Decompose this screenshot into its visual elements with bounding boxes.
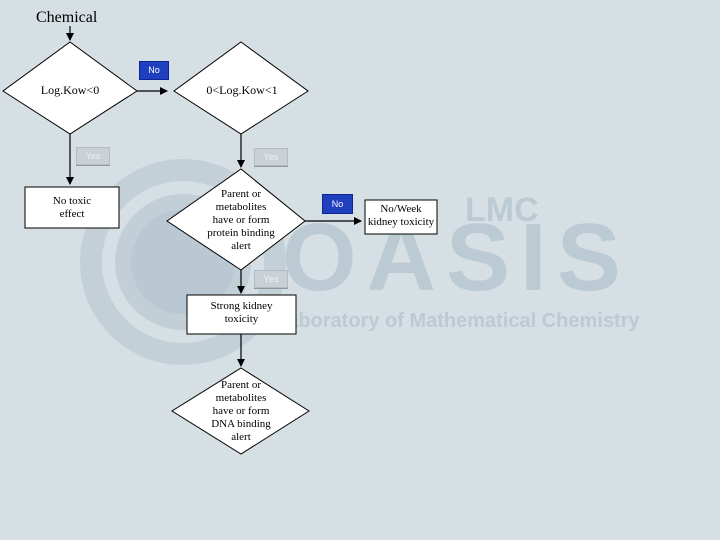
tag-yes-left: Yes	[76, 147, 110, 165]
watermark-org-short: LMC	[465, 191, 539, 229]
protein-alert-line-3: have or form	[212, 214, 270, 226]
chemical-title: Chemical	[36, 9, 98, 26]
tag-no-right: No	[322, 194, 353, 214]
tag-yes-mid: Yes	[254, 148, 288, 166]
no-weak-label: No/Week kidney toxicity	[365, 203, 437, 229]
decision-protein-alert	[166, 168, 306, 271]
watermark-brand: OASIS	[282, 204, 631, 311]
protein-alert-line-2: metabolites	[215, 201, 267, 213]
logkow-range-label: 0<Log.Kow<1	[206, 83, 278, 97]
tag-yes-lower: Yes	[254, 270, 288, 288]
dna-alert-line-2: metabolites	[215, 392, 267, 404]
no-toxic-line-1: No toxic	[52, 195, 92, 207]
dna-alert-line-3: have or form	[212, 405, 270, 417]
protein-alert-line-1: Parent or	[220, 188, 261, 200]
decision-logkow-range	[173, 41, 309, 135]
no-weak-line-2: kidney toxicity	[367, 216, 435, 228]
decision-dna-alert	[171, 367, 310, 455]
dna-alert-line-5: alert	[231, 431, 251, 443]
decision-logkow-lt0	[2, 41, 138, 135]
box-no-toxic	[24, 186, 120, 229]
no-weak-line-1: No/Week	[380, 203, 422, 215]
protein-alert-line-5: alert	[231, 240, 251, 252]
no-toxic-line-2: effect	[59, 208, 85, 220]
strong-kidney-line-1: Strong kidney	[210, 300, 273, 312]
strong-kidney-label: Strong kidney toxicity	[187, 300, 296, 326]
box-strong-kidney	[186, 294, 297, 335]
dna-alert-label: Parent or metabolites have or form DNA b…	[190, 379, 292, 444]
tag-no-top: No	[139, 61, 169, 80]
box-no-weak	[364, 199, 438, 235]
watermark-org-full: Laboratory of Mathematical Chemistry	[275, 310, 640, 332]
strong-kidney-line-2: toxicity	[224, 313, 259, 325]
no-toxic-label: No toxic effect	[25, 195, 119, 221]
protein-alert-line-4: protein binding	[207, 227, 275, 239]
dna-alert-line-4: DNA binding	[211, 418, 271, 430]
dna-alert-line-1: Parent or	[220, 379, 261, 391]
logkow-lt0-label: Log.Kow<0	[40, 83, 100, 97]
protein-alert-label: Parent or metabolites have or form prote…	[190, 188, 292, 253]
